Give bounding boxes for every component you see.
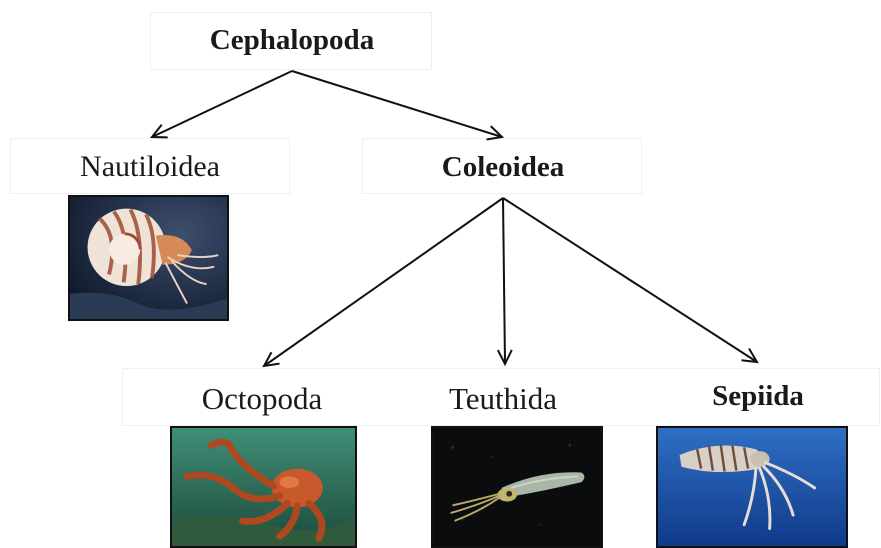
sepiida-label: Sepiida [712,380,804,413]
nautiloidea-label: Nautiloidea [80,150,220,184]
arrow-coleoidea-to-sepiida [503,198,757,362]
arrow-coleoidea-to-teuthida [503,198,505,364]
arrow-root-to-coleoidea [292,71,502,137]
root-label: Cephalopoda [210,24,374,57]
nautilus-photo [68,195,229,321]
octopus-photo [170,426,357,548]
octopoda-label: Octopoda [202,381,323,417]
teuthida-label: Teuthida [449,381,557,417]
arrow-coleoidea-to-octopoda [264,198,503,366]
cuttlefish-photo [656,426,848,548]
squid-photo [431,426,603,548]
arrow-root-to-nautiloidea [152,71,292,137]
coleoidea-label: Coleoidea [442,151,564,184]
